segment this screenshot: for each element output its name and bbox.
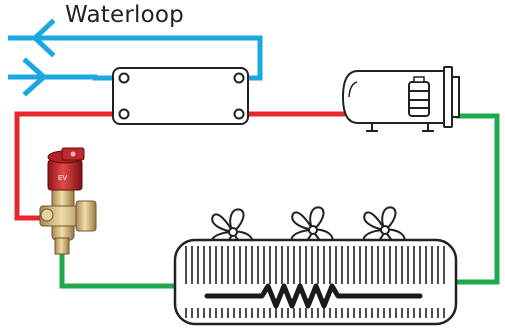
- evaporator-fins: [185, 246, 445, 318]
- valve-label: EV: [58, 174, 67, 182]
- flow-arrow-left-icon: [31, 18, 56, 58]
- fan-icon: [290, 206, 334, 247]
- heating-element: [204, 283, 423, 309]
- cold-refrigerant-line: [59, 113, 500, 289]
- hot-refrigerant-line: [14, 111, 345, 221]
- diagram-title: Waterloop: [65, 2, 184, 28]
- expansion-valve-icon: EV: [39, 147, 97, 255]
- water-loop-pipe: [8, 18, 263, 97]
- flow-arrow-right-icon: [22, 57, 48, 97]
- heat-exchanger-icon: [112, 67, 249, 125]
- compressor-icon: [341, 66, 460, 132]
- evaporator-icon: [173, 206, 458, 326]
